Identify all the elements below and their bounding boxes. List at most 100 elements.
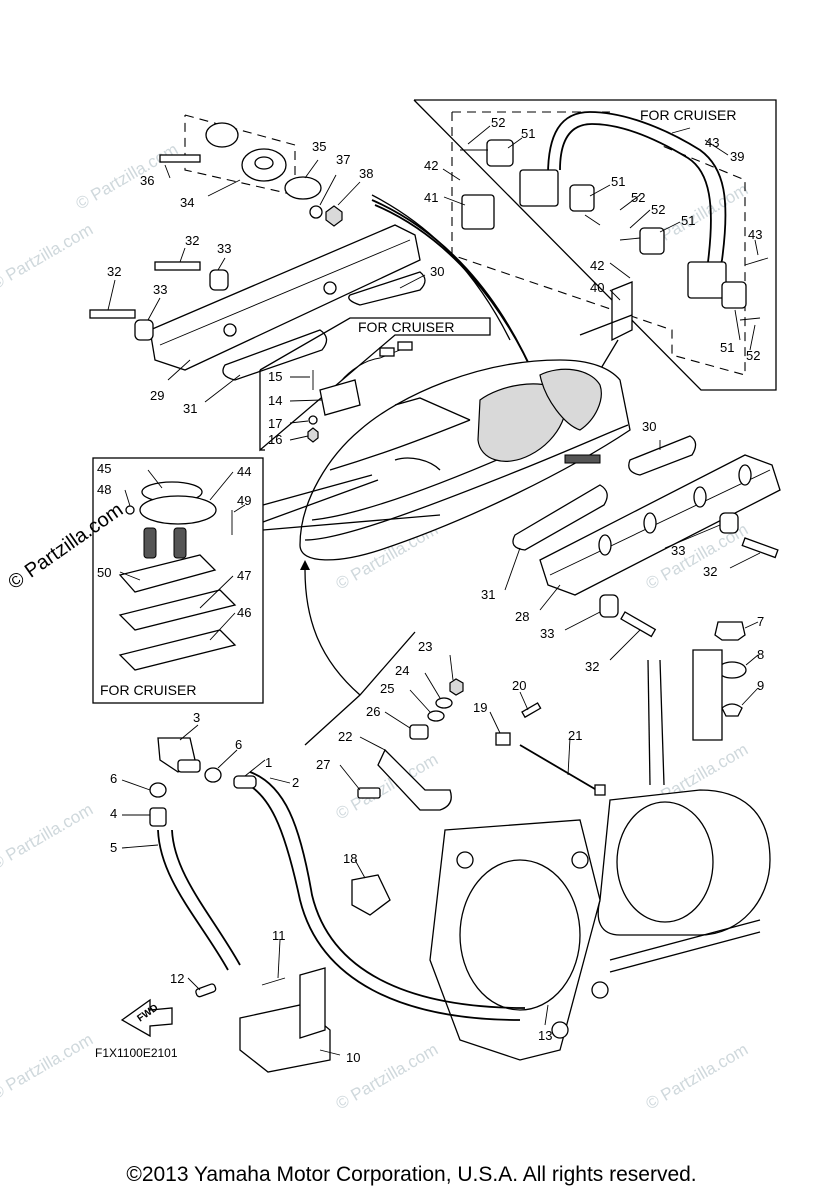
leader	[734, 309, 741, 341]
leader	[659, 221, 681, 233]
bushing-26	[409, 724, 429, 740]
leader	[304, 159, 319, 179]
pipe	[647, 659, 651, 786]
leader	[179, 724, 199, 741]
hose-end	[233, 775, 257, 789]
callout-36: 36	[140, 173, 154, 188]
callout-32: 32	[185, 233, 199, 248]
callout-30: 30	[642, 419, 656, 434]
bolt-stud	[173, 527, 187, 559]
callout-22: 22	[338, 729, 352, 744]
hull-line	[304, 424, 629, 541]
bolt-32	[620, 611, 657, 638]
callout-33: 33	[540, 626, 554, 641]
seat	[539, 368, 602, 431]
bolt-36	[159, 154, 201, 163]
leader	[179, 247, 186, 263]
leader	[504, 547, 521, 591]
callout-9: 9	[757, 678, 764, 693]
callout-39: 39	[730, 149, 744, 164]
bolt-hole	[591, 981, 609, 999]
callout-51: 51	[521, 126, 535, 141]
bolt-52	[619, 237, 641, 241]
fwd-arrow	[120, 998, 173, 1038]
handle-clamp	[687, 261, 727, 299]
callout-13: 13	[538, 1028, 552, 1043]
callout-23: 23	[418, 639, 432, 654]
bolt-hole	[571, 851, 589, 869]
callout-52: 52	[746, 348, 760, 363]
leader	[409, 689, 431, 713]
dashed-outline	[184, 114, 296, 196]
bolt-43	[671, 127, 691, 134]
callout-43: 43	[748, 227, 762, 242]
plate-40	[611, 281, 633, 342]
pump-assembly	[351, 649, 771, 1061]
plate-51	[721, 281, 747, 309]
hole	[323, 281, 337, 295]
tie-head	[594, 784, 606, 796]
callout-33: 33	[217, 241, 231, 256]
cruiser-cleat-box: FOR CRUISER	[92, 457, 264, 704]
callouts: 52 51 42 41 51 52 52 51 42 40 43 39 43 5…	[97, 115, 764, 1065]
plate-51	[486, 139, 514, 167]
ride-plate-hole	[459, 859, 581, 1011]
callout-47: 47	[237, 568, 251, 583]
leader	[519, 691, 529, 711]
tie-21	[519, 744, 601, 793]
leader	[754, 239, 759, 256]
leader	[289, 399, 323, 402]
cable	[371, 194, 511, 341]
cover-18	[351, 874, 391, 916]
callout-33: 33	[671, 543, 685, 558]
leader	[119, 571, 141, 581]
leader	[187, 977, 201, 991]
callout-51: 51	[681, 213, 695, 228]
callout-6: 6	[110, 771, 117, 786]
callout-52: 52	[651, 202, 665, 217]
callout-28: 28	[515, 609, 529, 624]
handlebar	[394, 397, 471, 421]
leader	[337, 181, 361, 206]
watermark: © Partzilla.com	[0, 220, 96, 294]
callout-33: 33	[153, 282, 167, 297]
nut-38	[325, 205, 343, 227]
leader	[207, 179, 241, 197]
leader	[124, 489, 131, 507]
callout-51: 51	[611, 174, 625, 189]
leader	[262, 514, 441, 531]
callout-42: 42	[590, 258, 604, 273]
callout-32: 32	[585, 659, 599, 674]
callout-26: 26	[366, 704, 380, 719]
callout-43: 43	[705, 135, 719, 150]
callout-11: 11	[272, 928, 286, 943]
cleat-parts	[357, 678, 464, 811]
watermark: © Partzilla.com	[0, 1030, 96, 1104]
leader	[609, 629, 641, 661]
callout-31: 31	[183, 401, 197, 416]
hose-parts	[149, 737, 526, 1021]
callout-40: 40	[590, 280, 604, 295]
leader	[269, 777, 291, 784]
callout-3: 3	[193, 710, 200, 725]
bolt-27	[357, 787, 381, 799]
leader	[467, 125, 491, 145]
washer-25	[427, 710, 445, 722]
leader	[319, 174, 337, 206]
leader	[449, 654, 454, 681]
hull-line	[329, 419, 471, 471]
bolt-52	[584, 214, 601, 226]
callout-16: 16	[268, 432, 282, 447]
callout-27: 27	[316, 757, 330, 772]
callout-10: 10	[346, 1050, 360, 1065]
leader	[262, 479, 379, 523]
leader	[217, 749, 238, 769]
leader	[609, 262, 631, 279]
leader	[289, 420, 309, 424]
clamp-9	[721, 703, 743, 717]
clamp-6	[204, 767, 222, 783]
cap-key	[205, 122, 239, 148]
handle-bar	[547, 111, 727, 276]
leader	[745, 654, 759, 666]
cap-hole	[254, 156, 274, 170]
